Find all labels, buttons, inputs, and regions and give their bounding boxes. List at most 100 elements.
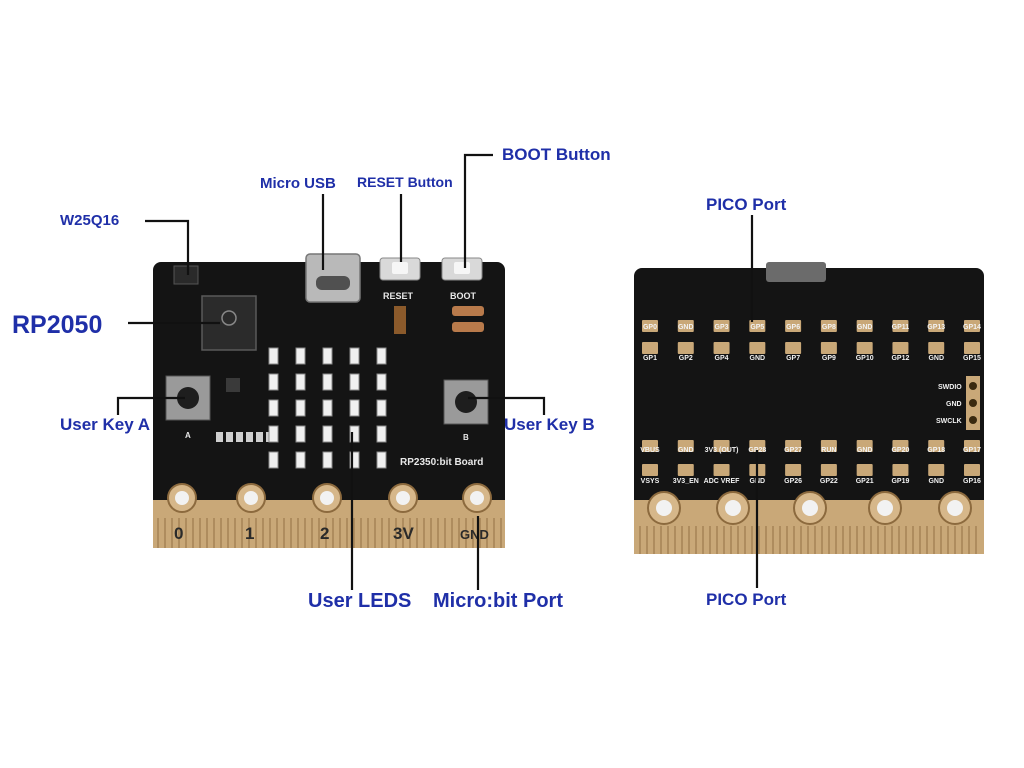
bottom-row1-pin-label: GND	[678, 447, 694, 454]
inductor-1	[452, 306, 484, 316]
bottom-row1-pin-pad	[713, 440, 730, 452]
edge-label-1: 1	[245, 524, 254, 543]
top-row1-pin-pad	[928, 320, 945, 332]
swd-header: SWDIO GND SWCLK	[936, 376, 980, 430]
leader-lines	[116, 153, 759, 590]
bottom-row2-pin-label: ADC VREF	[704, 478, 741, 485]
top-row2-pin-label: GP1	[643, 355, 657, 362]
bottom-row2-pin-label: GND	[928, 478, 944, 485]
key-b-silk: B	[463, 433, 469, 442]
led-4-0	[268, 451, 279, 469]
top-row1-pin-label: GP5	[750, 324, 764, 331]
key-b-leader	[468, 396, 546, 415]
top-row2-pin-pad	[820, 342, 837, 354]
top-row2-pin-label: GP12	[891, 355, 909, 362]
pico-port-bottom-callout: PICO Port	[706, 590, 787, 609]
top-row2-pin-pad	[892, 342, 909, 354]
reset-silk: RESET	[383, 291, 414, 301]
bottom-row2-pin-label: VSYS	[641, 478, 660, 485]
led-2-1	[295, 399, 306, 417]
bottom-row2-pin-pad	[964, 464, 980, 476]
top-row2-pin-pad	[642, 342, 658, 354]
led-0-1	[295, 347, 306, 365]
capacitor	[394, 306, 406, 334]
key-a-silk: A	[185, 431, 191, 440]
pico-port-top-callout: PICO Port	[706, 195, 787, 214]
top-row2-pin-label: GP15	[963, 355, 981, 362]
top-row1-pin-pad	[820, 320, 837, 332]
user-key-a-part: A	[165, 375, 211, 440]
edge-label-gnd: GND	[460, 527, 489, 542]
back-usb-outline	[766, 262, 826, 282]
bottom-row2-pin-pad	[928, 464, 945, 476]
bottom-row1-pin-pad	[928, 440, 945, 452]
w25q16-callout: W25Q16	[60, 212, 120, 229]
bottom-row1-pin-label: GND	[857, 447, 873, 454]
back-pad-2	[716, 491, 750, 525]
swd-label-gnd: GND	[946, 401, 962, 408]
led-3-2	[322, 425, 333, 443]
bottom-row1-pin-label: VBUS	[640, 447, 660, 454]
boot-leader	[463, 153, 493, 268]
bottom-row2-pin-label: GP22	[820, 478, 838, 485]
edge-label-2: 2	[320, 524, 329, 543]
edge-pad-3v	[388, 483, 418, 513]
w25q16-leader	[145, 219, 190, 275]
bottom-row2-pin-pad	[820, 464, 837, 476]
bottom-row2-pin-label: GP19	[891, 478, 909, 485]
top-row1-pin-label: GP14	[963, 324, 981, 331]
board-name-silk: RP2350:bit Board	[400, 457, 483, 468]
rp2050-callout: RP2050	[12, 311, 103, 339]
top-row1-pin-pad	[892, 320, 909, 332]
bottom-row2-pin-pad	[642, 464, 658, 476]
bottom-row2-pin-pad	[785, 464, 802, 476]
top-row1-pin-pad	[964, 320, 980, 332]
led-2-2	[322, 399, 333, 417]
bottom-row2-pin-pad	[713, 464, 730, 476]
edge-teeth	[157, 518, 502, 548]
top-row1-pin-pad	[677, 320, 694, 332]
back-pad-3	[793, 491, 827, 525]
led-3-1	[295, 425, 306, 443]
front-board: 0 1 2 3V GND RESET BOOT	[153, 253, 505, 548]
led-1-2	[322, 373, 333, 391]
edge-label-3v: 3V	[393, 524, 414, 543]
led-4-3	[349, 451, 360, 469]
top-row2-pin-pad	[713, 342, 730, 354]
led-matrix	[268, 347, 387, 469]
microbit-port-callout: Micro:bit Port	[433, 590, 563, 612]
back-pad-1	[647, 491, 681, 525]
micro-usb-callout: Micro USB	[260, 175, 336, 192]
user-key-b-callout: User Key B	[504, 415, 595, 434]
top-row2-pin-label: GND	[750, 355, 766, 362]
top-row2-pin-pad	[964, 342, 980, 354]
edge-pad-gnd	[462, 483, 492, 513]
bottom-row2-pin-pad	[677, 464, 694, 476]
top-row1-pin-label: GP11	[892, 324, 910, 331]
user-key-b-part: B	[443, 379, 489, 442]
bottom-row2-pin-label: GP21	[856, 478, 874, 485]
key-a-leader	[116, 396, 185, 415]
top-row2-pin-label: GND	[928, 355, 944, 362]
top-row1-pin-pad	[749, 320, 766, 332]
top-row2-pin-pad	[785, 342, 802, 354]
bottom-row2-pin-pad	[856, 464, 873, 476]
edge-pad-0	[167, 483, 197, 513]
led-0-4	[376, 347, 387, 365]
bottom-row2-pin-label: 3V3_EN	[673, 478, 699, 485]
swd-label-swdio: SWDIO	[938, 384, 962, 391]
led-4-1	[295, 451, 306, 469]
user-leds-callout: User LEDS	[308, 590, 412, 612]
bottom-row1-pin-label: GP17	[963, 447, 981, 454]
top-row1-pin-label: GND	[678, 324, 694, 331]
bottom-row1-pin-pad	[677, 440, 694, 452]
top-row1-pin-pad	[642, 320, 658, 332]
bottom-row1-pin-pad	[892, 440, 909, 452]
bottom-row1-pin-label: GP18	[927, 447, 945, 454]
top-row1-pin-label: GND	[857, 324, 873, 331]
bottom-row1-pin-pad	[642, 440, 658, 452]
top-row1-pin-label: GP0	[643, 324, 657, 331]
led-0-0	[268, 347, 279, 365]
led-1-3	[349, 373, 360, 391]
